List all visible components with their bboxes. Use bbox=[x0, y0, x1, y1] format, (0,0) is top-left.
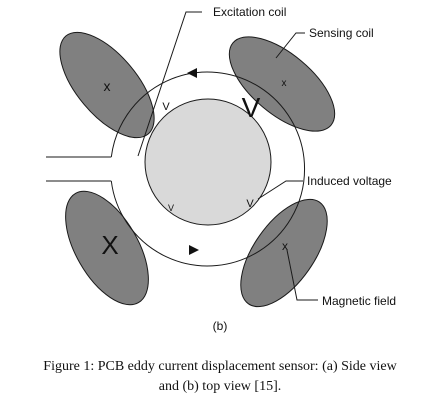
voltage-mark-small-left: V bbox=[162, 101, 170, 113]
leader-sensing-coil bbox=[275, 32, 305, 59]
sensing-coil-top-left bbox=[59, 31, 155, 139]
leader-excitation-coil bbox=[137, 11, 202, 157]
label-excitation-coil: Excitation coil bbox=[213, 5, 286, 19]
field-mark-top-left: x bbox=[104, 78, 111, 94]
voltage-mark-large: V bbox=[242, 92, 261, 123]
label-magnetic-field: Magnetic field bbox=[322, 294, 396, 308]
leader-induced-voltage bbox=[257, 180, 303, 200]
sensing-coil-top-right bbox=[228, 36, 336, 132]
voltage-mark-bottom-right: V bbox=[246, 198, 254, 210]
sensing-coil-bottom-right bbox=[240, 198, 328, 308]
label-induced-voltage: Induced voltage bbox=[307, 174, 392, 188]
excitation-coil bbox=[110, 71, 306, 267]
field-mark-bottom-right: x bbox=[282, 239, 288, 253]
field-mark-top-right: x bbox=[282, 78, 287, 89]
figure-caption-line-2: and (b) top view [15]. bbox=[159, 379, 281, 394]
label-sensing-coil: Sensing coil bbox=[309, 26, 374, 40]
leader-magnetic-field bbox=[286, 249, 318, 301]
target-disc bbox=[144, 98, 272, 226]
current-arrow-bottom bbox=[189, 245, 199, 255]
current-arrow-top bbox=[187, 68, 197, 78]
field-mark-bottom-left: X bbox=[101, 230, 118, 260]
figure-caption-line-1: Figure 1: PCB eddy current displacement … bbox=[43, 359, 397, 374]
voltage-mark-bottom-left: V bbox=[168, 203, 174, 213]
panel-label: (b) bbox=[213, 319, 228, 333]
